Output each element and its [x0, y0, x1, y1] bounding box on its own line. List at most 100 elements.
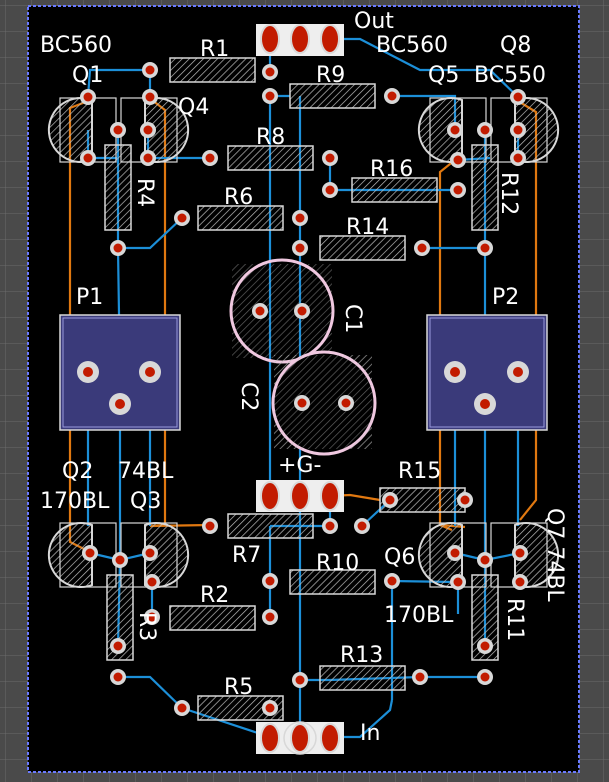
pad-hole — [177, 703, 187, 713]
pot-pad-hole — [115, 399, 125, 409]
pads — [77, 24, 529, 753]
label-r1: R1 — [200, 37, 229, 62]
resistor-r7 — [227, 513, 314, 539]
header-pad — [260, 24, 280, 54]
resistor-r11 — [471, 574, 499, 661]
header-pad — [320, 24, 340, 54]
label-r15: R15 — [398, 459, 441, 484]
pad-hole — [115, 555, 125, 565]
pot-pad-hole — [480, 399, 490, 409]
pad-hole — [357, 521, 367, 531]
label-p1: P1 — [76, 285, 103, 310]
pot-pad-hole — [450, 367, 460, 377]
transistors — [47, 97, 560, 588]
label-q8: Q8 — [500, 33, 531, 58]
pad-hole — [113, 641, 123, 651]
pad-hole — [480, 672, 490, 682]
board-outline — [27, 5, 580, 773]
pad-hole — [295, 675, 305, 685]
header-pad — [260, 481, 280, 511]
label-q1: Q1 — [72, 63, 103, 88]
pad-hole — [143, 153, 153, 163]
label-r4: R4 — [132, 178, 157, 207]
resistor-r12 — [471, 144, 499, 231]
label-r5: R5 — [224, 675, 253, 700]
pad-hole — [480, 243, 490, 253]
label-170bl-left: 170BL — [40, 489, 110, 514]
pad-hole — [205, 521, 215, 531]
pad-hole — [147, 612, 157, 622]
pad-hole — [341, 398, 351, 408]
pad-hole — [83, 92, 93, 102]
label-q3: Q3 — [130, 489, 161, 514]
header-pad — [320, 723, 340, 753]
pot-pad-hole — [145, 367, 155, 377]
pad-hole — [453, 577, 463, 587]
label-r2: R2 — [200, 583, 229, 608]
pad-hole — [460, 495, 470, 505]
label-bc560-right: BC560 — [376, 33, 448, 58]
label-r11: R11 — [502, 598, 527, 641]
label-r14: R14 — [346, 215, 389, 240]
resistor-r1 — [169, 57, 256, 83]
label-74bl-left: 74BL — [118, 459, 174, 484]
pad-hole — [513, 125, 523, 135]
header-pad — [290, 481, 310, 511]
pad-hole — [513, 153, 523, 163]
resistor-r13 — [319, 665, 406, 691]
pad-hole — [295, 213, 305, 223]
resistor-r6 — [197, 205, 284, 231]
label-r9: R9 — [316, 63, 345, 88]
pad-hole — [265, 67, 275, 77]
pad-hole — [83, 153, 93, 163]
pot-pad-hole — [83, 367, 93, 377]
pad-hole — [513, 92, 523, 102]
pad-hole — [450, 125, 460, 135]
pad-hole — [255, 306, 265, 316]
pad-hole — [113, 243, 123, 253]
pad-hole — [265, 703, 275, 713]
pad-hole — [113, 672, 123, 682]
label-c1: C1 — [340, 304, 365, 333]
pad-hole — [113, 125, 123, 135]
pad-hole — [145, 65, 155, 75]
pad-hole — [325, 153, 335, 163]
pad-hole — [453, 155, 463, 165]
header-pad — [260, 723, 280, 753]
resistor-r14 — [319, 235, 406, 261]
label-bc560-left: BC560 — [40, 33, 112, 58]
label-q6: Q6 — [384, 545, 415, 570]
resistor-r9 — [289, 83, 376, 109]
label-q2: Q2 — [62, 459, 93, 484]
pot-pad-hole — [513, 367, 523, 377]
label-r16: R16 — [370, 157, 413, 182]
pad-hole — [417, 243, 427, 253]
label-q5: Q5 — [428, 63, 459, 88]
resistor-r10 — [289, 569, 376, 595]
label-170bl-right: 170BL — [384, 603, 454, 628]
header-pad — [290, 24, 310, 54]
pad-hole — [325, 185, 335, 195]
label-r3: R3 — [134, 612, 159, 641]
pad-hole — [385, 495, 395, 505]
pad-hole — [265, 612, 275, 622]
label-r6: R6 — [224, 185, 253, 210]
pad-hole — [480, 641, 490, 651]
label-q7-74bl: Q7 74BL — [542, 508, 567, 602]
capacitor-c1 — [229, 258, 335, 364]
pad-hole — [480, 555, 490, 565]
pad-hole — [387, 576, 397, 586]
capacitor-c2 — [271, 350, 377, 456]
pad-hole — [265, 91, 275, 101]
pad-hole — [145, 548, 155, 558]
pad-hole — [515, 548, 525, 558]
label-r12: R12 — [496, 172, 521, 215]
pad-hole — [480, 125, 490, 135]
pad-hole — [145, 92, 155, 102]
label-q7: Q7 — [542, 508, 567, 539]
label-r7: R7 — [232, 543, 261, 568]
label-c2: C2 — [236, 382, 261, 411]
label-r8: R8 — [256, 125, 285, 150]
pad-hole — [143, 125, 153, 135]
